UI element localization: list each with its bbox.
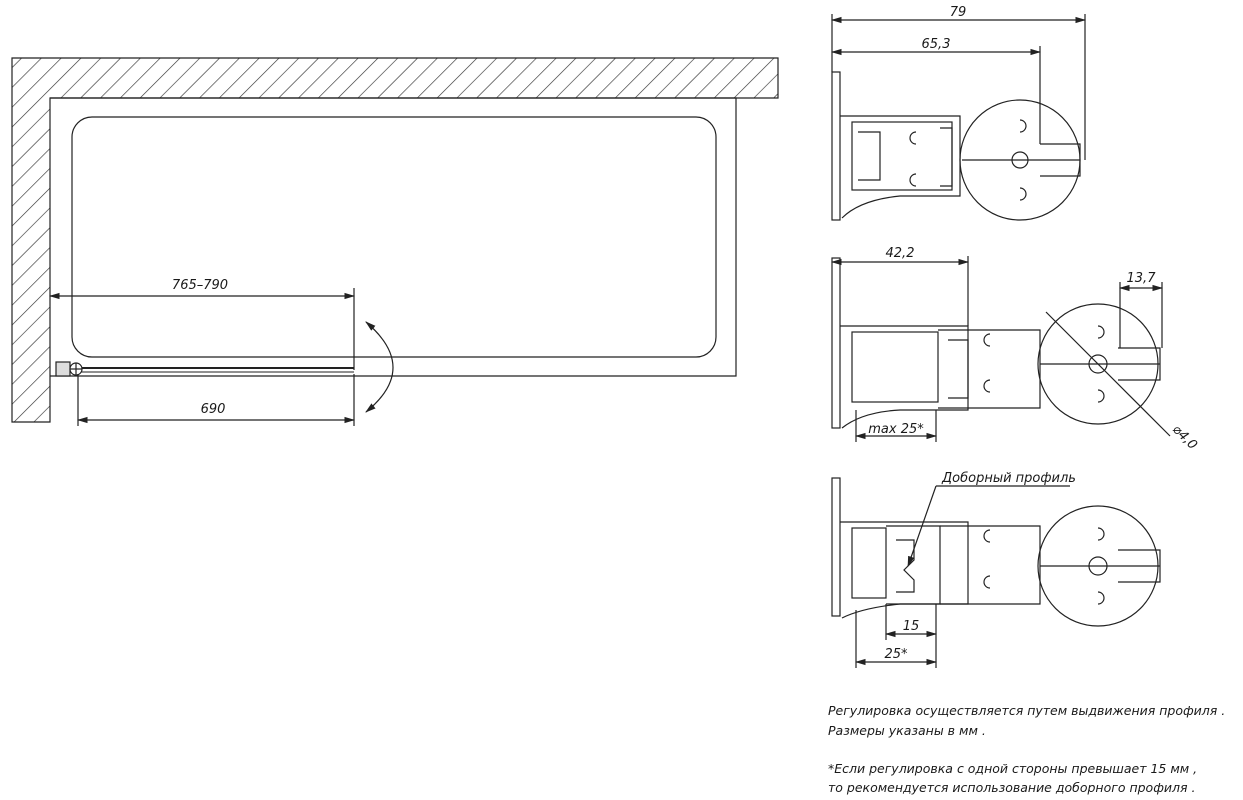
profile2-dim-hole: ⌀4,0 <box>1169 422 1200 453</box>
profile1-dim-total: 79 <box>950 5 967 20</box>
profile-3 <box>831 477 1161 668</box>
note-line-2: Размеры указаны в мм . <box>828 723 986 738</box>
plan-dim-bottom: 690 <box>201 402 226 417</box>
profile2-dim-width: 42,2 <box>886 246 915 261</box>
profile-2 <box>830 256 1171 442</box>
profile2-dim-lip: 13,7 <box>1127 271 1157 286</box>
plan-view <box>11 57 779 426</box>
note-line-1: Регулировка осуществляется путем выдвиже… <box>828 703 1226 718</box>
profile-1 <box>830 14 1087 221</box>
profile3-dim-adjust: 25* <box>884 647 908 662</box>
profile3-dim-step: 15 <box>903 619 920 634</box>
bathtub-inner <box>71 116 717 358</box>
note-line-4: то рекомендуется использование доборного… <box>828 780 1196 795</box>
note-line-3: *Если регулировка с одной стороны превыш… <box>828 761 1198 776</box>
profile1-dim-inner: 65,3 <box>922 37 951 52</box>
swing-arrow <box>365 321 394 413</box>
hinge <box>55 361 71 377</box>
bathtub-outline <box>50 97 737 377</box>
profile3-callout: Доборный профиль <box>941 471 1076 486</box>
profile2-dim-adjust: max 25* <box>868 422 924 437</box>
plan-dim-top: 765–790 <box>172 278 228 293</box>
